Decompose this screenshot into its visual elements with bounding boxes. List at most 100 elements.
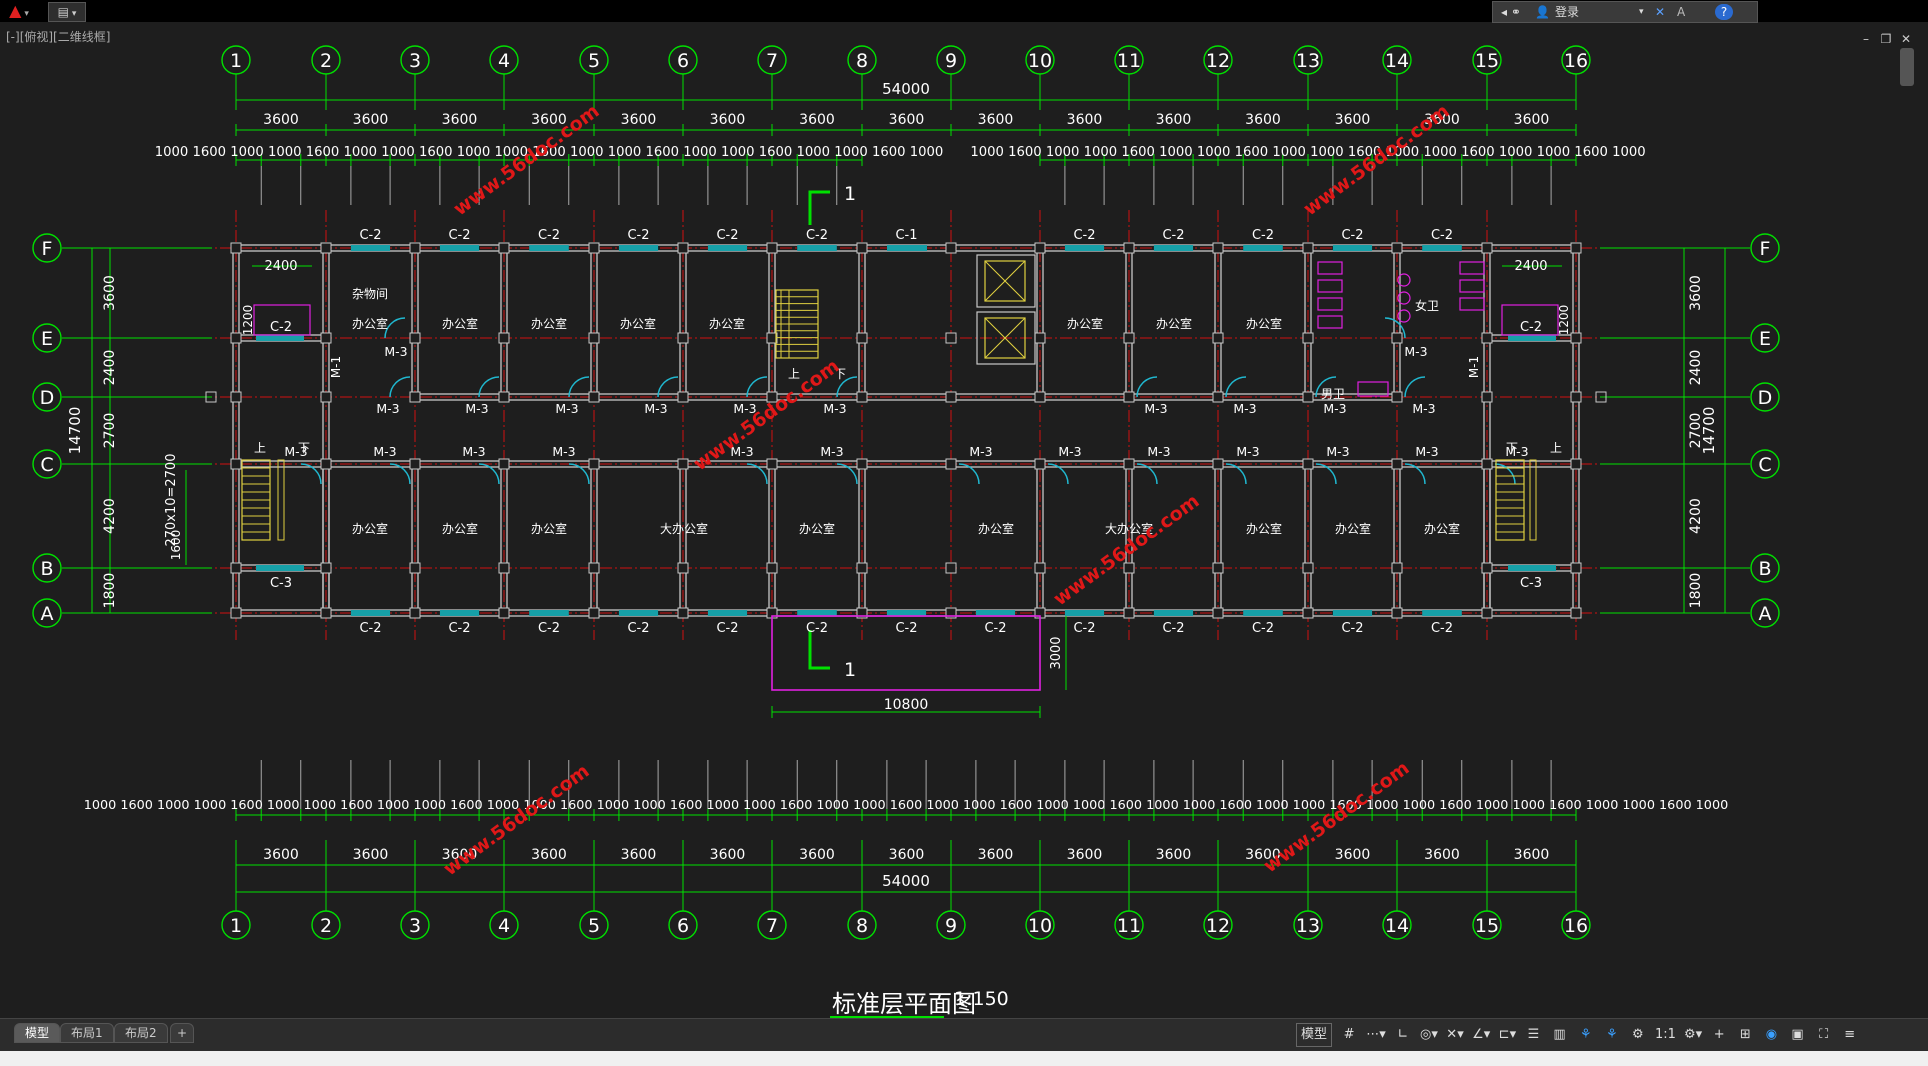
dim-text: 2400 <box>1688 350 1704 386</box>
structural-column <box>766 458 778 470</box>
column-label: 8 <box>856 915 868 937</box>
window-label: C-2 <box>1162 228 1184 243</box>
minimize-icon[interactable]: – <box>1863 32 1869 46</box>
row-label: F <box>1760 238 1771 260</box>
tab-layout2[interactable]: 布局2 <box>114 1023 168 1043</box>
ortho-icon[interactable]: ∟ <box>1397 1027 1409 1042</box>
dim-text: 10800 <box>884 697 929 713</box>
tab-layout1[interactable]: 布局1 <box>60 1023 114 1043</box>
drawing-canvas[interactable]: 1122334455667788991010111112121313141415… <box>0 0 1928 1018</box>
column-bubble <box>847 45 877 75</box>
window <box>439 245 480 251</box>
window-label: C-2 <box>716 621 738 636</box>
login-label[interactable]: 登录 <box>1555 5 1580 19</box>
door-label: M-3 <box>1404 344 1427 359</box>
column-bubble <box>936 45 966 75</box>
room-label: 杂物间 <box>352 287 388 301</box>
elevator-car <box>984 317 1026 359</box>
structural-column <box>945 562 957 574</box>
structural-column <box>1123 391 1135 403</box>
door-label: M-3 <box>1323 401 1346 416</box>
units-icon[interactable]: ⊞ <box>1739 1027 1751 1042</box>
column-label: 10 <box>1028 915 1052 937</box>
door-label: M-3 <box>823 401 846 416</box>
lineweight-icon[interactable]: ☰ <box>1527 1027 1540 1042</box>
polar-icon[interactable]: ◎▾ <box>1419 1027 1438 1042</box>
door-swing <box>1404 376 1426 398</box>
column-bubble <box>847 910 877 940</box>
window-label: C-2 <box>1162 621 1184 636</box>
grid-icon[interactable]: # <box>1343 1027 1355 1042</box>
row-bubble <box>32 233 62 263</box>
close-icon[interactable]: ✕ <box>1900 32 1912 46</box>
room-label: 办公室 <box>1067 316 1103 331</box>
column-bubble <box>1472 45 1502 75</box>
structural-column <box>1570 391 1582 403</box>
app-menu-button[interactable]: ▲ ▾ <box>2 2 36 20</box>
window <box>1332 245 1373 251</box>
column-label: 8 <box>856 50 868 72</box>
structural-column <box>498 562 510 574</box>
workspace-gear-icon[interactable]: ⚙▾ <box>1683 1027 1703 1042</box>
dim-text: 3600 <box>799 112 835 128</box>
dim-text: 1200 <box>241 305 255 336</box>
door-swing <box>300 463 322 485</box>
dim-text-sub: 1000 1600 1000 1000 1600 1000 1000 1600 … <box>155 145 944 160</box>
window-label: C-2 <box>627 228 649 243</box>
exchange-icon[interactable]: ✕ <box>1655 5 1666 19</box>
structural-column <box>1034 458 1046 470</box>
column-bubble <box>1025 910 1055 940</box>
annotation-scale-icon[interactable]: ⚙ <box>1632 1027 1644 1042</box>
column-bubble <box>1293 910 1323 940</box>
structural-column <box>1123 458 1135 470</box>
window-label: C-2 <box>270 320 292 335</box>
door-label: M-3 <box>384 344 407 359</box>
plus-icon[interactable]: + <box>1713 1027 1725 1042</box>
column-label: 1 <box>230 50 242 72</box>
isolate-icon[interactable]: ◉ <box>1765 1027 1778 1042</box>
tab-model[interactable]: 模型 <box>14 1023 61 1043</box>
model-space-button[interactable]: 模型 <box>1296 1023 1333 1047</box>
window-label: C-3 <box>1520 576 1542 591</box>
dim-text: 3600 <box>1335 847 1371 863</box>
structural-column <box>409 458 421 470</box>
vertical-scrollbar[interactable] <box>1900 48 1914 86</box>
annotation-visibility-icon[interactable]: ⚘ <box>1605 1027 1618 1042</box>
window <box>529 610 569 616</box>
object-track-icon[interactable]: ⊏▾ <box>1498 1027 1517 1042</box>
structural-column <box>1034 562 1046 574</box>
transparency-icon[interactable]: ▥ <box>1553 1027 1566 1042</box>
help-icon[interactable]: ? <box>1715 4 1733 20</box>
a360-icon[interactable]: A <box>1677 5 1686 19</box>
structural-column <box>1123 607 1135 619</box>
add-tab-button[interactable]: + <box>170 1023 195 1043</box>
door-swing <box>568 376 590 398</box>
column-bubble <box>489 910 519 940</box>
clean-screen-icon[interactable]: ⛶ <box>1819 1027 1829 1042</box>
quick-access-button[interactable]: ▤ ▾ <box>48 2 86 22</box>
column-label: 12 <box>1206 50 1230 72</box>
login-area[interactable]: ◂ ⚭ 👤 登录 ▾ ✕ A ? <box>1492 1 1758 23</box>
column-label: 5 <box>588 915 600 937</box>
watermark: www.56doc.com <box>439 760 593 880</box>
structural-column <box>498 607 510 619</box>
structural-column <box>1481 332 1493 344</box>
selection-cycling-icon[interactable]: ⚘ <box>1579 1027 1592 1042</box>
dropdown-icon[interactable]: ▾ <box>1639 7 1644 17</box>
toilet-fixture <box>1459 297 1485 311</box>
window-label: C-2 <box>984 621 1006 636</box>
osnap-icon[interactable]: ✕▾ <box>1446 1027 1464 1042</box>
hardware-accel-icon[interactable]: ▣ <box>1791 1027 1804 1042</box>
structural-column <box>1212 458 1224 470</box>
annotation-scale-value[interactable]: 1:1 <box>1654 1027 1676 1042</box>
viewport-label[interactable]: [-][俯视][二维线框] <box>6 30 111 44</box>
elevator-x <box>984 317 1026 359</box>
structural-column <box>1570 332 1582 344</box>
door-swing <box>1494 463 1516 485</box>
column-label: 6 <box>677 915 689 937</box>
structural-column <box>1481 391 1493 403</box>
restore-icon[interactable]: ❐ <box>1880 32 1892 46</box>
isodraft-icon[interactable]: ∠▾ <box>1472 1027 1491 1042</box>
customization-icon[interactable]: ≡ <box>1844 1027 1856 1042</box>
snap-icon[interactable]: ⋯▾ <box>1366 1027 1386 1042</box>
